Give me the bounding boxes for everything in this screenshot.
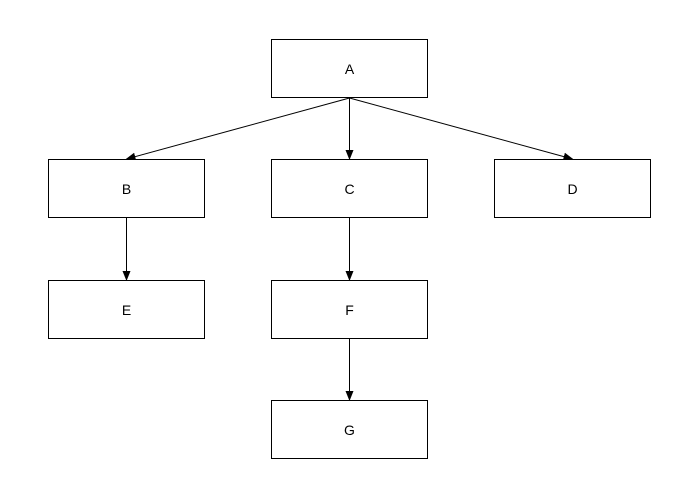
node-f: F (271, 280, 428, 339)
node-g-label: G (344, 421, 355, 438)
node-b: B (48, 159, 205, 218)
node-f-label: F (345, 301, 354, 318)
node-b-label: B (121, 180, 132, 197)
node-a: A (271, 39, 428, 98)
node-c: C (271, 159, 428, 218)
node-c-label: C (344, 180, 355, 197)
node-a-label: A (344, 60, 355, 77)
node-e: E (48, 280, 205, 339)
node-d-label: D (567, 180, 578, 197)
node-d: D (494, 159, 651, 218)
edge-a-b (125, 97, 350, 161)
edge-a-d (349, 97, 574, 161)
node-g: G (271, 400, 428, 459)
node-e-label: E (121, 301, 132, 318)
